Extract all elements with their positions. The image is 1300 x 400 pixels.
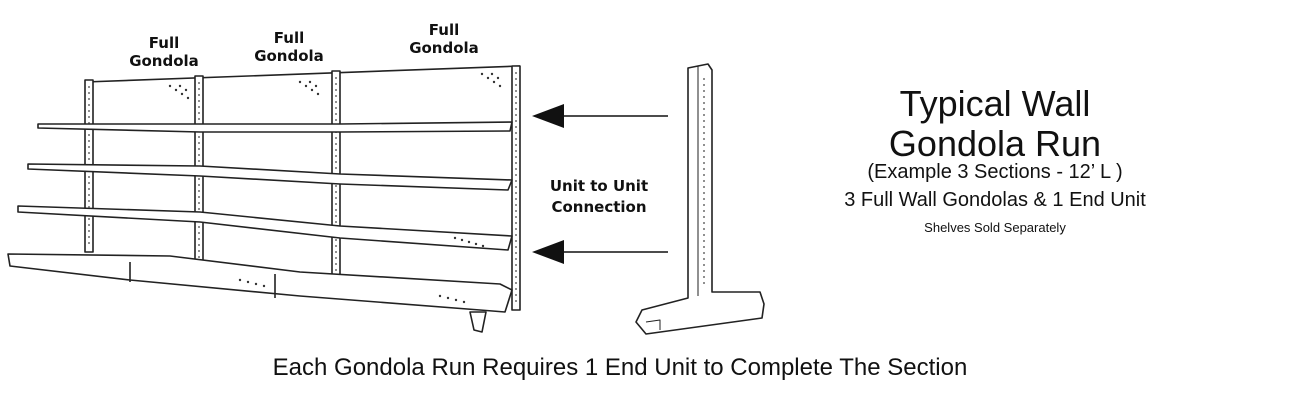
gondola-label-3: Full Gondola xyxy=(409,21,479,57)
subtitle-example: (Example 3 Sections - 12’ L ) xyxy=(867,161,1123,183)
footer-note: Each Gondola Run Requires 1 End Unit to … xyxy=(272,354,968,381)
connection-arrows xyxy=(532,104,668,264)
note-shelves: Shelves Sold Separately xyxy=(924,220,1066,235)
gondola-label-1: Full Gondola xyxy=(129,34,199,70)
end-unit-post xyxy=(635,63,765,335)
diagram-title: Typical Wall Gondola Run xyxy=(888,83,1102,164)
subtitle-contents: 3 Full Wall Gondolas & 1 End Unit xyxy=(844,189,1146,211)
shelves xyxy=(7,121,513,333)
back-panel-top xyxy=(84,65,521,83)
connection-label: Unit to Unit Connection xyxy=(549,177,649,216)
gondola-label-2: Full Gondola xyxy=(254,29,324,65)
